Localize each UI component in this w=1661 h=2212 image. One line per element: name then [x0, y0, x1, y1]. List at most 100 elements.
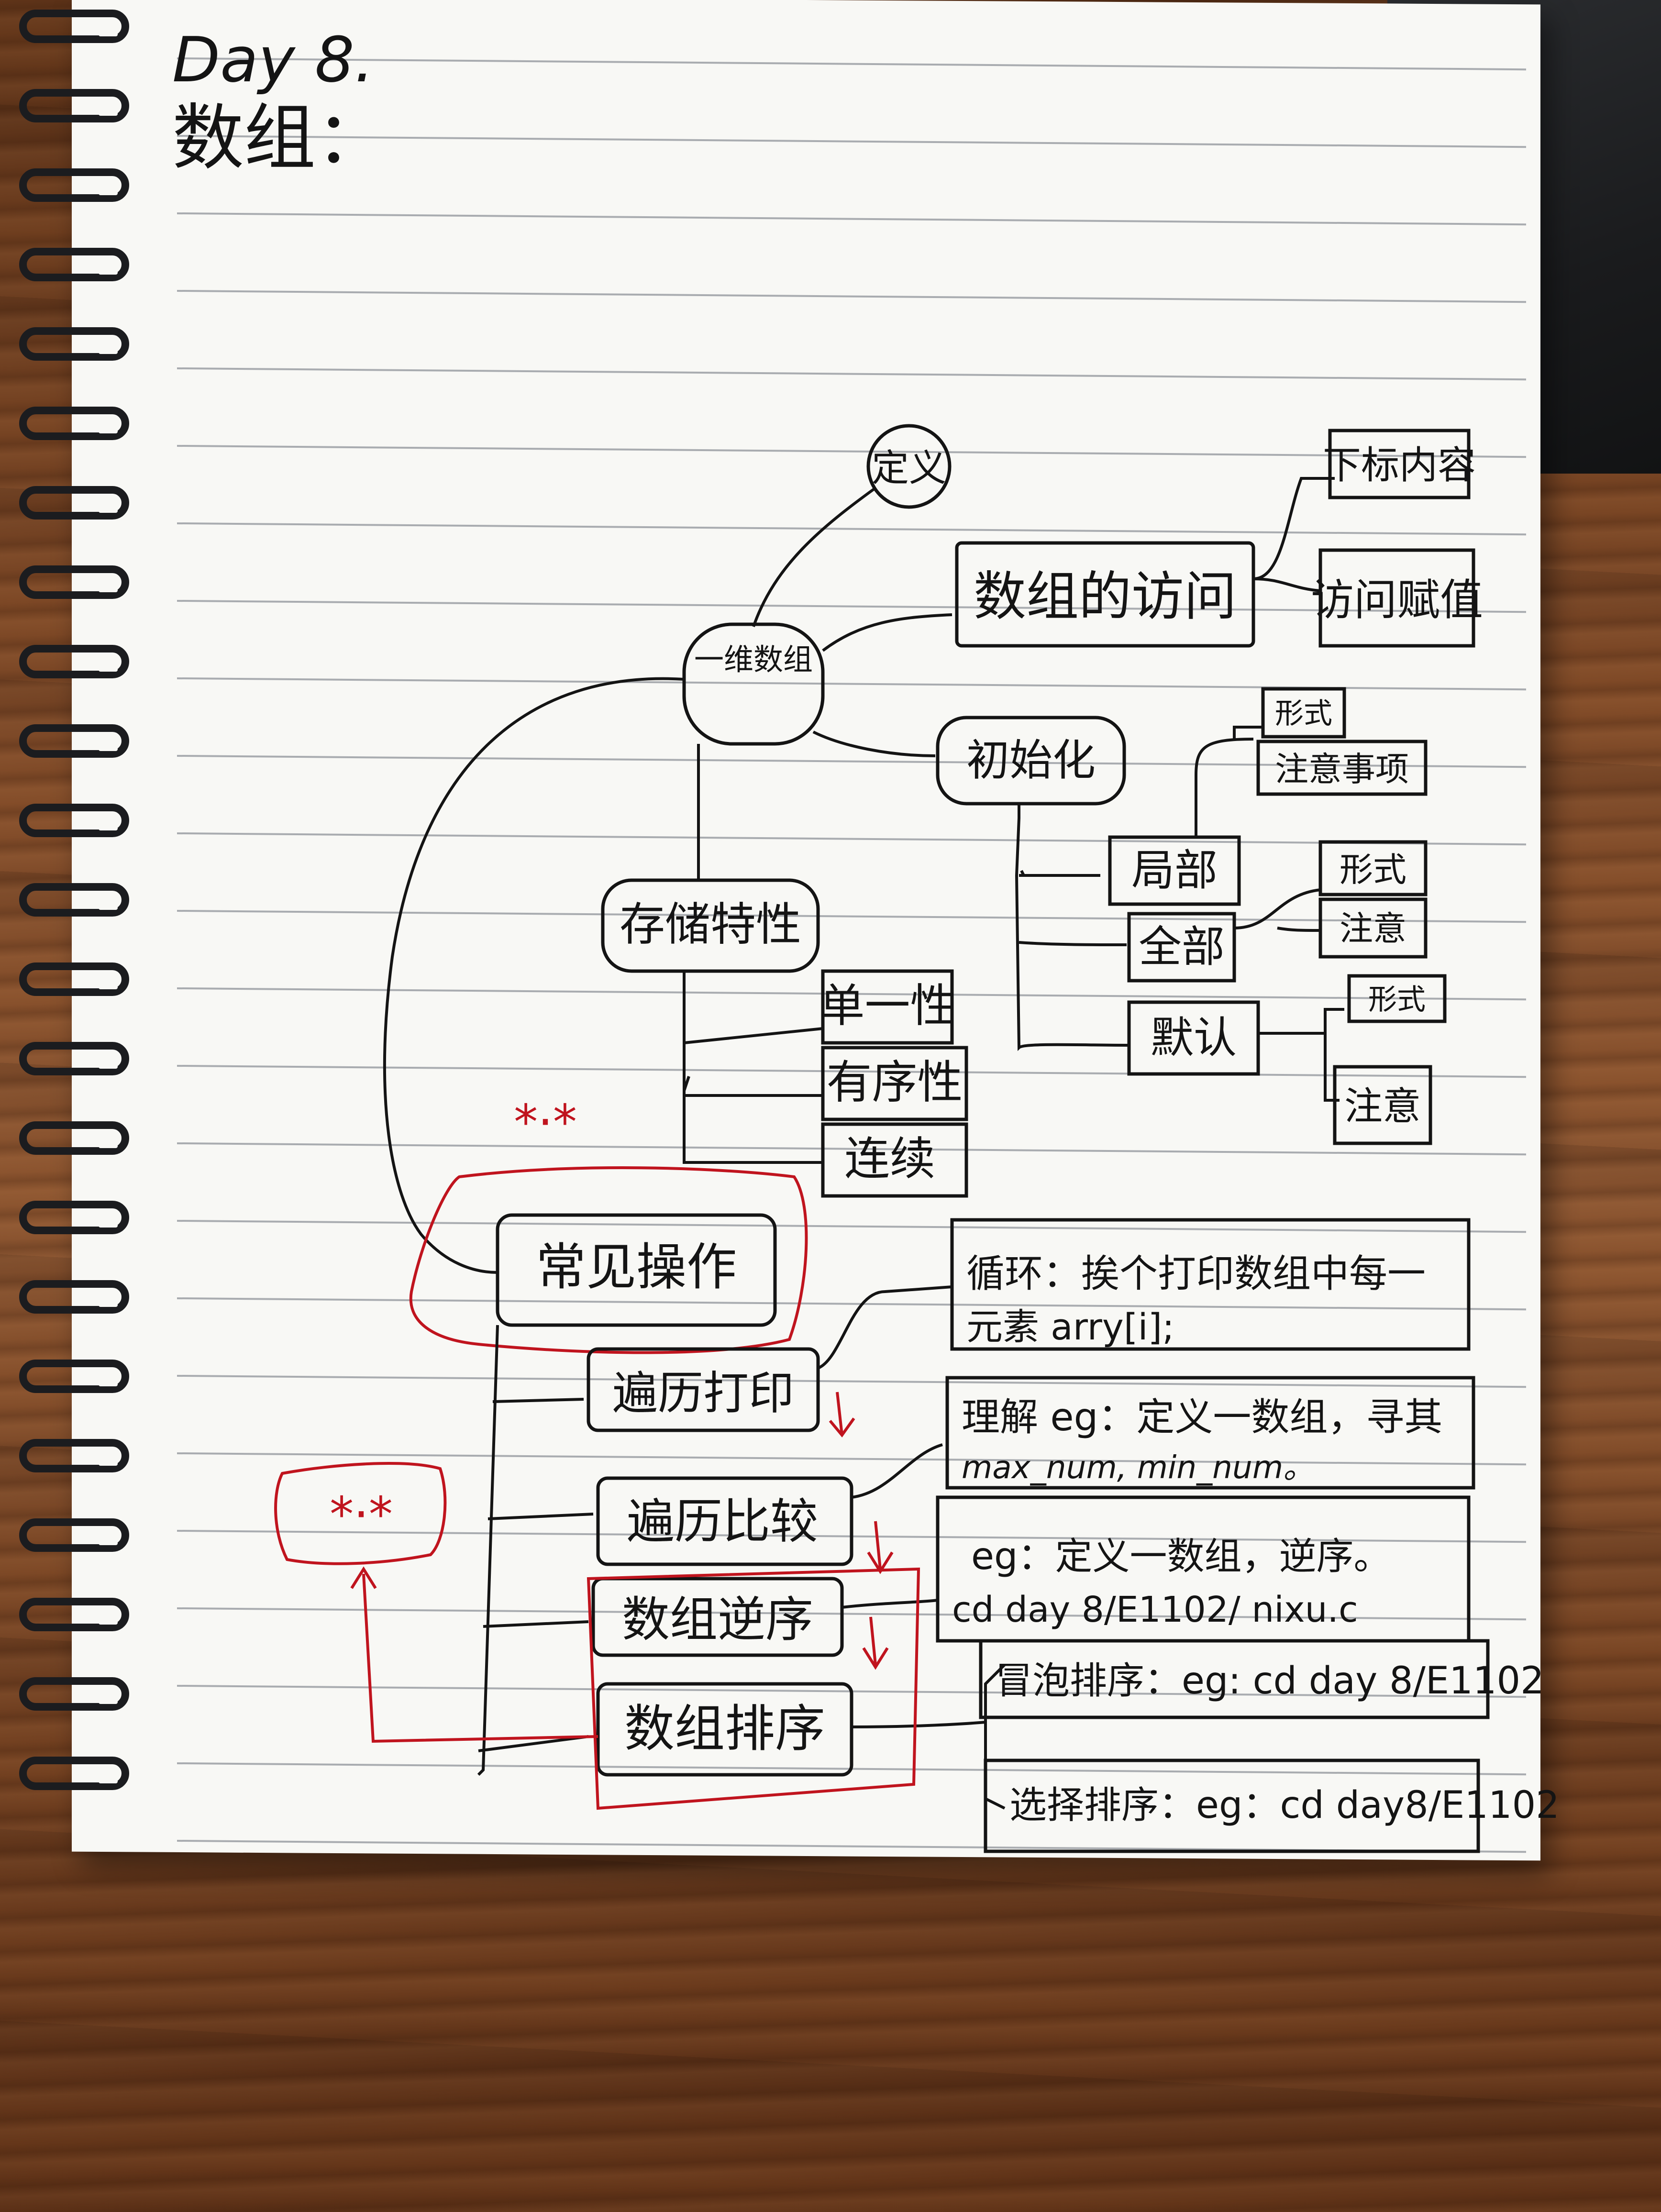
access-child-1 — [1318, 548, 1475, 648]
red-loop-arrow — [350, 1566, 598, 1743]
ruled-line — [177, 599, 1527, 613]
init-full-node — [1127, 912, 1236, 983]
partial-child-1-label: 注意事项 — [1275, 750, 1409, 789]
op-item-1-note-line1: 理解 eg：定义一数组，寻其 — [962, 1395, 1442, 1439]
access-child-0 — [1328, 429, 1471, 499]
ruled-line — [177, 57, 1527, 71]
link-root-init — [812, 730, 936, 757]
topic-title: 数组： — [172, 97, 388, 180]
ruled-line — [177, 1374, 1527, 1388]
ruled-line — [177, 289, 1527, 303]
operations-label: 常见操作 — [536, 1238, 737, 1296]
definition-node — [866, 424, 952, 509]
spiral-ring — [19, 1439, 129, 1472]
spiral-ring — [19, 1042, 129, 1075]
op-item-3-label: 数组排序 — [624, 1700, 825, 1758]
link-op0-note — [817, 1285, 952, 1370]
access-node — [955, 541, 1255, 648]
ruled-line — [177, 1607, 1527, 1621]
storage-child-2 — [821, 1122, 968, 1198]
ruled-line — [177, 212, 1527, 226]
link-default-children — [1258, 1008, 1344, 1102]
red-arrow-3 — [862, 1616, 889, 1670]
link-init-full — [1019, 941, 1127, 946]
storage-child-2-label: 连续 — [844, 1133, 935, 1185]
default-child-1 — [1333, 1065, 1432, 1145]
op-item-1 — [596, 1476, 853, 1566]
spiral-ring — [19, 645, 129, 678]
red-arrow-1 — [829, 1392, 855, 1438]
ruled-line — [177, 1452, 1527, 1466]
storage-label: 存储特性 — [620, 898, 801, 951]
spiral-ring — [19, 565, 129, 599]
red-stars-top: *·* — [514, 1094, 577, 1150]
ruled-line — [177, 832, 1527, 846]
spiral-ring — [19, 1280, 129, 1314]
link-operations-items — [477, 1325, 594, 1776]
definition-label: 定义 — [872, 447, 946, 490]
storage-child-1-label: 有序性 — [826, 1056, 963, 1109]
init-node — [936, 716, 1126, 806]
storage-child-1 — [821, 1046, 968, 1121]
op-item-3-note-line1: 冒泡排序：eg: cd day 8/E1102 — [995, 1659, 1544, 1703]
default-child-0-label: 形式 — [1368, 983, 1426, 1017]
link-access-children — [1253, 477, 1335, 592]
op-item-2-note-line1: eg：定义一数组，逆序。 — [971, 1535, 1391, 1578]
link-op1-note — [851, 1443, 943, 1499]
op-item-1-note-line2: max_num, min_num。 — [962, 1449, 1315, 1486]
op-item-1-note — [945, 1376, 1475, 1490]
ruled-line — [177, 1064, 1527, 1078]
op-item-3-note-b — [984, 1759, 1480, 1853]
op-item-0-note-line1: 循环：挨个打印数组中每一 — [966, 1251, 1426, 1296]
op-item-2 — [591, 1577, 844, 1657]
op-item-0 — [587, 1347, 820, 1432]
link-op2-note — [842, 1545, 939, 1609]
op-item-0-label: 遍历打印 — [612, 1367, 794, 1420]
day-title: Day 8. — [172, 23, 374, 96]
ruled-line — [177, 1219, 1527, 1233]
partial-child-1 — [1256, 740, 1428, 796]
spiral-ring — [19, 407, 129, 440]
default-child-0 — [1347, 974, 1447, 1023]
spiral-ring — [19, 168, 129, 202]
op-item-3-note-line2: 选择排序：eg：cd day8/E1102 — [1009, 1784, 1560, 1827]
red-arrow-2 — [867, 1521, 894, 1574]
link-storage-children — [683, 971, 823, 1164]
ruled-line — [177, 522, 1527, 536]
ruled-line — [177, 444, 1527, 458]
ruled-line — [177, 1297, 1527, 1311]
op-item-0-note-line2: 元素 arry[i]; — [966, 1305, 1174, 1348]
op-item-0-note — [950, 1218, 1471, 1351]
ruled-line — [177, 1142, 1527, 1156]
spiral-ring — [19, 883, 129, 917]
link-full-children — [1234, 888, 1321, 932]
full-child-0-label: 形式 — [1340, 850, 1406, 889]
access-child-1-label: 访问赋值 — [1311, 575, 1483, 625]
link-init-children — [1015, 804, 1129, 1051]
left-red-bubble — [274, 1462, 447, 1565]
init-label: 初始化 — [966, 735, 1096, 785]
partial-child-0 — [1261, 687, 1346, 739]
full-child-1 — [1318, 897, 1428, 959]
op-item-2-label: 数组逆序 — [622, 1592, 813, 1648]
ruled-lines — [177, 57, 1527, 1853]
full-child-0 — [1318, 840, 1428, 896]
ruled-line — [177, 367, 1527, 381]
spiral-ring — [19, 1677, 129, 1711]
storage-child-0 — [821, 969, 954, 1045]
spiral-ring — [19, 327, 129, 361]
red-stars-left: *·* — [330, 1486, 393, 1542]
full-child-1-label: 注意 — [1340, 909, 1406, 948]
ruled-line — [177, 754, 1527, 768]
access-child-0-label: 下标内容 — [1323, 443, 1476, 487]
link-root-operations — [383, 677, 685, 1274]
sort-red-highlight — [587, 1567, 920, 1810]
init-default-label: 默认 — [1151, 1013, 1237, 1063]
spiral-ring — [19, 10, 129, 43]
link-root-access — [822, 613, 952, 652]
spiral-ring — [19, 89, 129, 122]
ruled-line — [177, 987, 1527, 1001]
init-partial-node — [1108, 835, 1241, 906]
spiral-ring — [19, 248, 129, 281]
